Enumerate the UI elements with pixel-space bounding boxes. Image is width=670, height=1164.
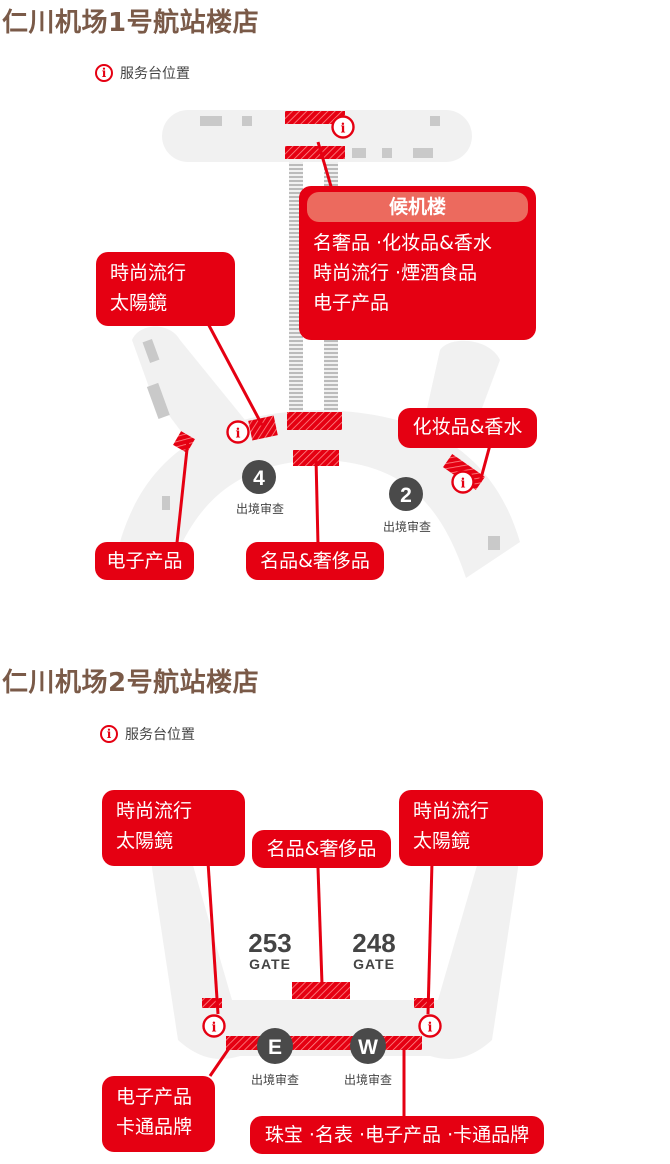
exit-number: 2 [400, 484, 412, 507]
leader-line [206, 861, 220, 1015]
callout-line: 時尚流行 [413, 800, 490, 822]
shop-block [202, 998, 222, 1008]
exit-letter: E [268, 1036, 282, 1059]
leader-line [203, 317, 264, 426]
concourse-building [162, 110, 472, 162]
exit-label: 出境审查 [343, 1073, 392, 1087]
shop-block [287, 412, 342, 430]
exit-circle-w [350, 1028, 386, 1064]
exit-circle-4 [242, 460, 276, 494]
electronics-callout: 电子产品 卡通品牌 [102, 1076, 215, 1152]
main-shop-panel: 候机楼 名奢品 ·化妆品&香水 時尚流行 ·煙酒食品 电子产品 [299, 186, 536, 340]
gate-word: GATE [353, 956, 395, 972]
exit-label: 出境审查 [382, 520, 431, 534]
left-wing [132, 326, 245, 470]
fashion-left-callout: 時尚流行 太陽鏡 [102, 790, 245, 866]
exit-circle-e [257, 1028, 293, 1064]
luxury-callout: 名品&奢侈品 [252, 830, 391, 868]
callout-line: 太陽鏡 [110, 292, 168, 314]
terminal2-map: i i E W [151, 855, 519, 1118]
leader-line [478, 444, 492, 483]
svg-text:i: i [341, 122, 346, 137]
svg-text:i: i [461, 477, 466, 492]
legend-label: 服务台位置 [120, 66, 190, 82]
gate-number: 248 [352, 928, 396, 958]
shop-block [285, 146, 345, 159]
callout-line: 時尚流行 [110, 262, 187, 284]
exit-number: 4 [253, 467, 265, 490]
svg-text:i: i [428, 1021, 433, 1036]
luxury-callout: 名品&奢侈品 [246, 542, 384, 580]
terminal2-title: 仁川机场2号航站楼店 [2, 668, 260, 698]
svg-text:i: i [236, 427, 241, 442]
cosmetics-callout: 化妆品&香水 [398, 408, 537, 448]
panel-line: 名奢品 ·化妆品&香水 [313, 232, 492, 254]
shop-block [226, 1036, 422, 1050]
exit-label: 出境审查 [235, 502, 284, 516]
info-icon: i [202, 1014, 226, 1038]
shop-block [248, 415, 278, 441]
gate-word: GATE [249, 956, 291, 972]
shop-block [285, 111, 345, 124]
callout-line: 卡通品牌 [116, 1116, 193, 1138]
panel-heading: 候机楼 [307, 192, 528, 222]
panel-line: 电子产品 [313, 292, 390, 314]
fashion-right-callout: 時尚流行 太陽鏡 [399, 790, 543, 866]
terminal2-legend: i 服务台位置 [100, 724, 195, 744]
panel-line: 時尚流行 ·煙酒食品 [313, 262, 478, 284]
shop-block [414, 998, 434, 1008]
callout-line: 時尚流行 [116, 800, 193, 822]
leader-line [174, 439, 190, 553]
info-icon: i [100, 725, 118, 743]
electronics-callout: 电子产品 [95, 542, 194, 580]
svg-text:i: i [212, 1021, 217, 1036]
terminal2-building [151, 855, 519, 1059]
leader-line [316, 867, 324, 985]
legend-label: 服务台位置 [125, 727, 195, 743]
info-icon: i [226, 420, 250, 444]
callout-line: 太陽鏡 [413, 830, 471, 852]
exit-label: 出境审查 [250, 1073, 299, 1087]
info-icon: i [331, 115, 355, 139]
terminal1-legend: i 服务台位置 [95, 63, 190, 83]
leader-line [208, 1043, 234, 1077]
info-icon: i [451, 470, 475, 494]
leader-line [314, 457, 320, 546]
info-icon: i [418, 1014, 442, 1038]
exit-circle-2 [389, 477, 423, 511]
callout-line: 太陽鏡 [116, 830, 174, 852]
jewelry-callout: 珠宝 ·名表 ·电子产品 ·卡通品牌 [250, 1116, 544, 1154]
terminal1-title: 仁川机场1号航站楼店 [2, 8, 260, 38]
info-icon: i [95, 64, 113, 82]
fashion-callout: 時尚流行 太陽鏡 [96, 252, 235, 326]
shop-block [173, 431, 195, 453]
callout-line: 电子产品 [116, 1086, 193, 1108]
gate-number: 253 [248, 928, 292, 958]
exit-letter: W [358, 1036, 378, 1059]
leader-line [426, 861, 434, 1015]
shop-block [292, 982, 350, 999]
